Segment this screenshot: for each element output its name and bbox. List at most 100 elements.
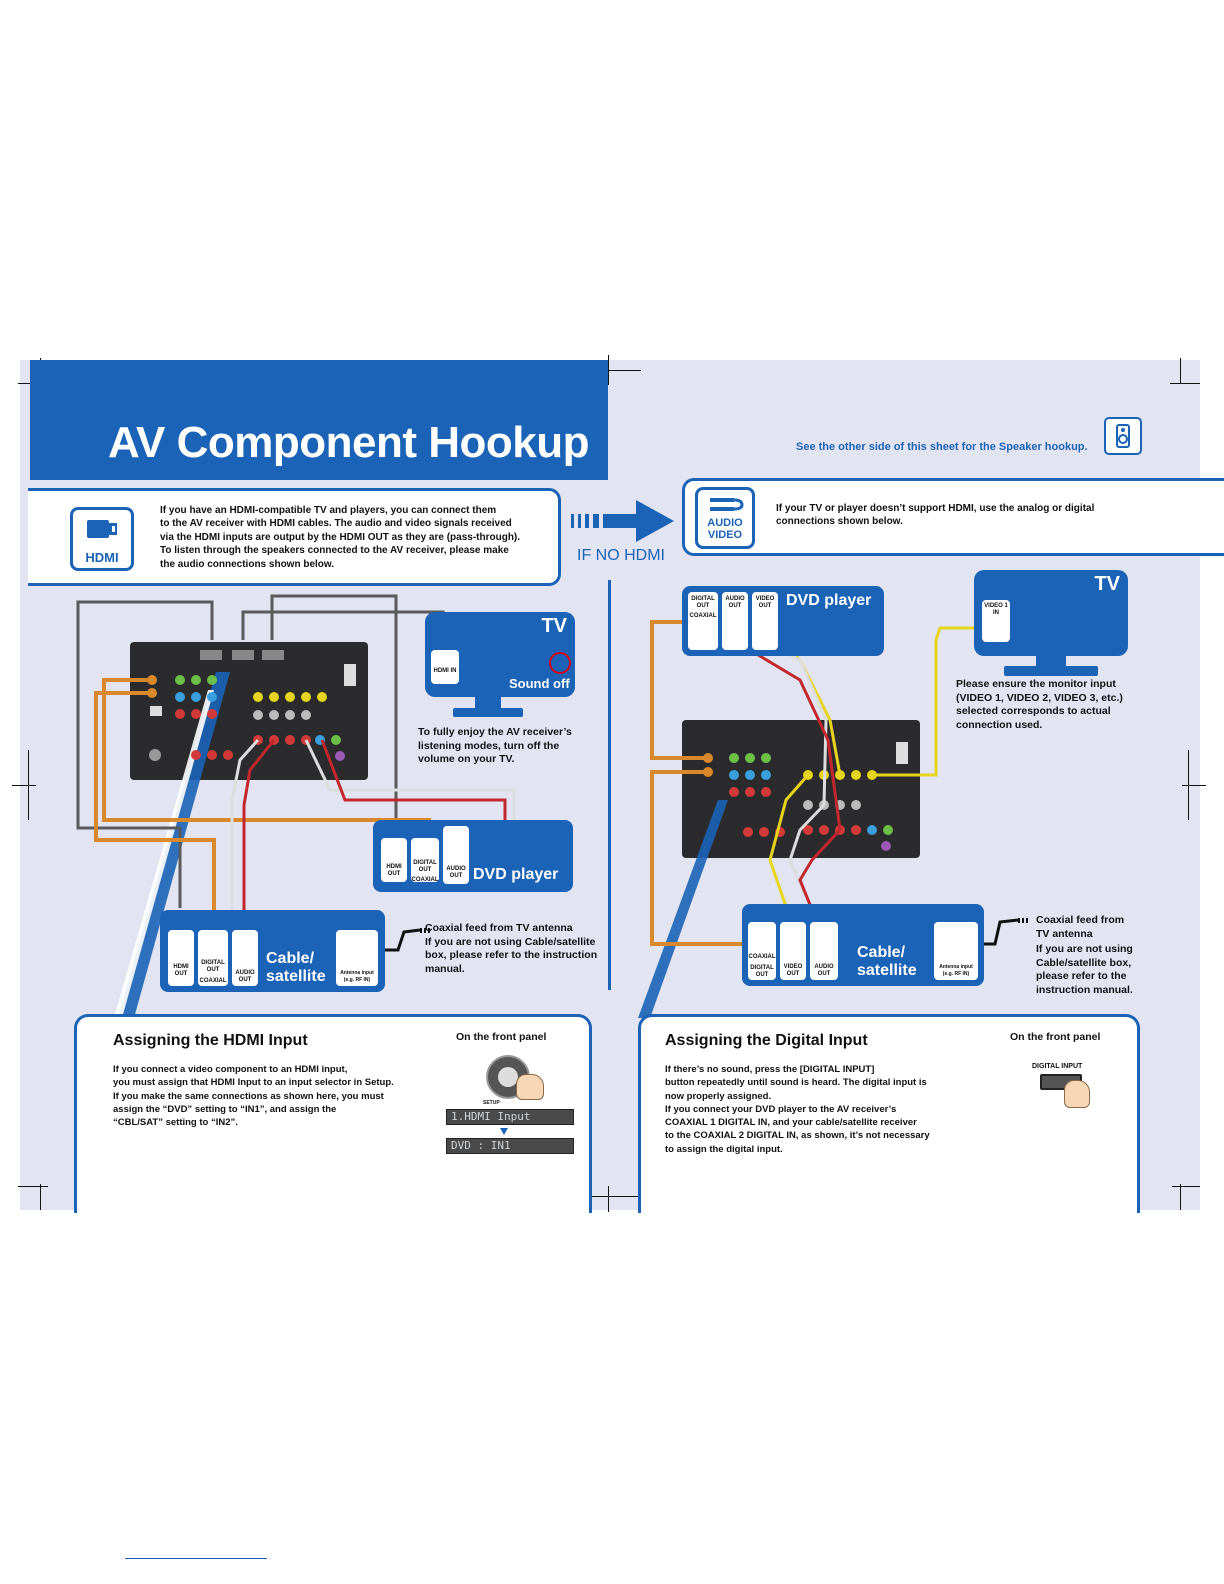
cable-audio-out-port: AUDIO OUT: [232, 930, 258, 986]
port-label: COAXIAL: [199, 978, 227, 984]
digital-front-panel-label: On the front panel: [1010, 1031, 1101, 1043]
tv-sound-off-label: Sound off: [509, 676, 570, 691]
port-label: DIGITAL OUT: [201, 960, 225, 973]
dvd-hdmi-out-port: HDMI OUT: [381, 838, 407, 882]
hdmi-icon: HDMI: [70, 507, 134, 571]
dvd-title: DVD player: [786, 592, 872, 609]
audio-icon-label: AUDIO: [707, 517, 743, 529]
pointing-hand-icon: [516, 1074, 544, 1100]
text-line: If there’s no sound, press the [DIGITAL …: [665, 1064, 875, 1075]
cable-title-line1: Cable/: [857, 944, 906, 961]
crop-mark: [575, 1196, 641, 1197]
hdmi-icon-label: HDMI: [85, 550, 119, 565]
footer-rule: [125, 1558, 267, 1559]
port-label: DIGITAL OUT: [413, 860, 437, 873]
text-line: If you have an HDMI-compatible TV and pl…: [160, 505, 497, 516]
text-line: If you are not using Cable/satellite: [425, 935, 596, 948]
text-line: assign the “DVD” setting to “IN1”, and a…: [113, 1103, 337, 1115]
tv-base: [453, 708, 523, 717]
text-line: you must assign that HDMI Input to an in…: [113, 1077, 394, 1089]
port-label: COAXIAL: [689, 613, 717, 619]
text-line: connections shown below.: [776, 516, 903, 528]
text-line: If you are not using: [1036, 943, 1133, 955]
cable-digital-out-port: DIGITAL OUT COAXIAL: [198, 930, 228, 986]
text-line: COAXIAL 1 DIGITAL IN, and your cable/sat…: [665, 1117, 917, 1129]
text-line: please refer to the: [1036, 970, 1127, 982]
text-line: Please ensure the monitor input: [956, 678, 1116, 690]
port-label: VIDEO OUT: [783, 964, 803, 977]
text-line: to the COAXIAL 2 DIGITAL IN, as shown, i…: [665, 1130, 930, 1142]
text-line: the audio connections shown below.: [160, 558, 335, 570]
dvd-audio-out-port: AUDIO OUT: [443, 826, 469, 884]
crop-mark: [40, 1184, 41, 1210]
text-line: selected corresponds to actual: [956, 705, 1111, 717]
if-no-hdmi-label: IF NO HDMI: [577, 547, 665, 564]
port-label: COAXIAL: [748, 954, 776, 960]
crop-mark: [1180, 1184, 1181, 1210]
crop-mark: [575, 370, 641, 371]
text-line: box, please refer to the instruction: [425, 949, 598, 961]
page-title: AV Component Hookup: [108, 418, 589, 467]
title-bar: [30, 360, 608, 480]
port-label: HDMI OUT: [386, 864, 402, 877]
port-label: VIDEO OUT: [755, 596, 775, 609]
audio-video-icon: AUDIO VIDEO: [695, 487, 755, 549]
text-line: (VIDEO 1, VIDEO 2, VIDEO 3, etc.): [956, 691, 1123, 704]
cable-title-line1: Cable/: [266, 950, 315, 967]
hdmi-intro-text: If you have an HDMI-compatible TV and pl…: [160, 504, 520, 571]
av-receiver-rear-panel: [130, 642, 368, 780]
port-label: DIGITAL OUT: [691, 596, 715, 609]
port-label: Antenna input (e.g. RF IN): [939, 964, 973, 977]
port-label: AUDIO OUT: [235, 970, 255, 983]
tv-base: [1004, 666, 1098, 676]
cable-title-line2: satellite: [266, 968, 326, 985]
text-line: Coaxial feed from: [1036, 914, 1125, 926]
text-line: To listen through the speakers connected…: [160, 545, 509, 557]
text-line: via the HDMI inputs are output by the HD…: [160, 531, 521, 543]
port-label: AUDIO OUT: [814, 964, 834, 977]
hdmi-assign-text: If you connect a video component to an H…: [113, 1063, 394, 1129]
hdmi-front-panel-label: On the front panel: [456, 1031, 547, 1043]
setup-label: SETUP: [483, 1100, 500, 1106]
text-line: now properly assigned.: [665, 1090, 772, 1102]
lcd-display-dvd-in1: DVD : IN1: [446, 1138, 574, 1154]
text-line: If you make the same connections as show…: [113, 1090, 384, 1102]
dvd-title: DVD player: [473, 866, 559, 883]
port-label: DIGITAL OUT: [750, 965, 774, 978]
av-receiver-rear-panel: [682, 720, 920, 858]
text-line: Cable/satellite box,: [1036, 956, 1132, 969]
speaker-icon: [1104, 417, 1142, 455]
crop-mark: [608, 1186, 609, 1212]
cable-antenna-input-port: Antenna input (e.g. RF IN): [336, 930, 378, 986]
text-line: If you connect your DVD player to the AV…: [665, 1103, 897, 1115]
video-icon-label: VIDEO: [707, 529, 743, 541]
tv-title: TV: [1094, 573, 1120, 595]
digital-assign-text: If there’s no sound, press the [DIGITAL …: [665, 1063, 930, 1156]
cable-digital-out-port: COAXIAL DIGITAL OUT: [748, 922, 776, 980]
text-line: TV antenna: [1036, 927, 1093, 940]
digital-assign-panel: [638, 1014, 1140, 1213]
port-label: VIDEO 1 IN: [984, 603, 1008, 616]
crop-mark: [1170, 383, 1200, 384]
cable-hdmi-out-port: HDMI OUT: [168, 930, 194, 986]
digital-assign-title: Assigning the Digital Input: [665, 1032, 868, 1049]
hdmi-assign-title: Assigning the HDMI Input: [113, 1032, 308, 1049]
port-label: AUDIO OUT: [725, 596, 745, 609]
dvd-digital-out-port: DIGITAL OUT COAXIAL: [411, 838, 439, 883]
text-line: volume on your TV.: [418, 753, 515, 765]
text-line: to the AV receiver with HDMI cables. The…: [160, 518, 512, 530]
tv-stand: [475, 697, 501, 709]
cable-audio-out-port: AUDIO OUT: [810, 922, 838, 980]
port-label: HDMI OUT: [173, 964, 189, 977]
section-divider: [608, 580, 611, 990]
av-intro-text: If your TV or player doesn’t support HDM…: [776, 502, 1094, 529]
port-label: COAXIAL: [411, 877, 439, 883]
text-line: manual.: [425, 962, 465, 975]
see-other-side-note: See the other side of this sheet for the…: [796, 441, 1088, 453]
text-line: instruction manual.: [1036, 983, 1133, 996]
muted-speaker-icon: [549, 652, 571, 674]
text-line: If you connect a video component to an H…: [113, 1064, 348, 1075]
port-label: AUDIO OUT: [446, 866, 466, 879]
cable-title-line2: satellite: [857, 962, 917, 979]
tv-hdmi-in-port: HDMI IN: [431, 650, 459, 684]
